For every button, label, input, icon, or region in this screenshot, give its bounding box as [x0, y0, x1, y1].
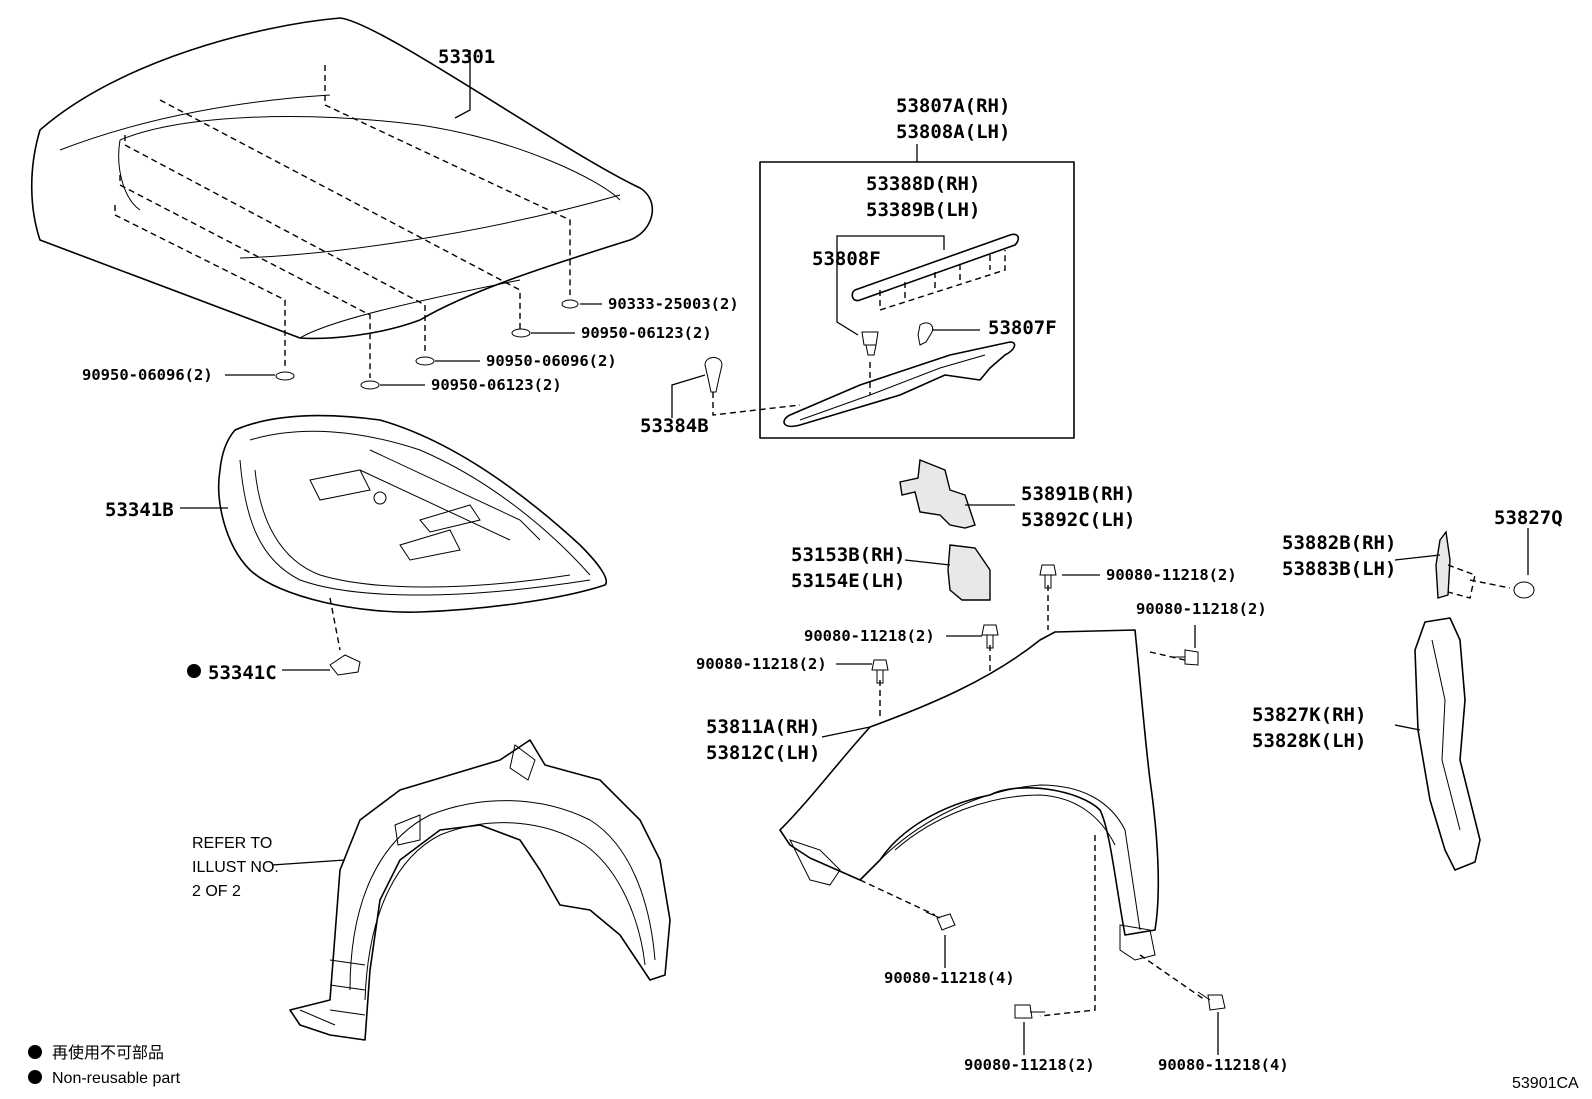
- label-clip-53808f: 53808F: [812, 248, 881, 270]
- hood-insulator-drawing: [180, 414, 607, 678]
- label-bolt-right: 90080-11218(2): [1136, 600, 1267, 618]
- label-seal-sub-lh: 53389B(LH): [866, 199, 980, 221]
- legend-line-2: Non-reusable part: [52, 1070, 181, 1087]
- label-hood: 53301: [438, 46, 495, 68]
- label-hood-insulator: 53341B: [105, 499, 174, 521]
- legend-bullet-icon: [28, 1045, 42, 1059]
- label-cushion-06096-b: 90950-06096(2): [82, 366, 213, 384]
- legend-line-1: 再使用不可部品: [52, 1044, 164, 1062]
- non-reusable-marker-icon: [187, 664, 201, 678]
- hood-seal-drawing: [671, 144, 1075, 439]
- refer-note-line-3: 2 OF 2: [192, 883, 241, 900]
- label-fender-lh: 53812C(LH): [706, 742, 820, 764]
- label-insulator-clip: 53341C: [208, 662, 277, 684]
- label-cover-lh: 53154E(LH): [791, 570, 905, 592]
- label-cushion-06123-b: 90950-06123(2): [431, 376, 562, 394]
- label-fender-rh: 53811A(RH): [706, 716, 820, 738]
- label-bracket-lh: 53883B(LH): [1282, 558, 1396, 580]
- legend-bullet-icon: [28, 1070, 42, 1084]
- label-panel-lh: 53828K(LH): [1252, 730, 1366, 752]
- label-cover-rh: 53153B(RH): [791, 544, 905, 566]
- label-cushion-06096-a: 90950-06096(2): [486, 352, 617, 370]
- refer-note-line-2: ILLUST NO.: [192, 859, 279, 876]
- label-bolt-mid: 90080-11218(2): [804, 627, 935, 645]
- label-bolt-bottom-mid: 90080-11218(2): [964, 1056, 1095, 1074]
- label-cushion-90333: 90333-25003(2): [608, 295, 739, 313]
- label-clip-53384b: 53384B: [640, 415, 709, 437]
- label-fill-lh: 53892C(LH): [1021, 509, 1135, 531]
- label-clip-53827q: 53827Q: [1494, 507, 1563, 529]
- label-cushion-06123-a: 90950-06123(2): [581, 324, 712, 342]
- label-bolt-top-right: 90080-11218(2): [1106, 566, 1237, 584]
- fender-drawing: [779, 564, 1226, 1055]
- label-fill-rh: 53891B(RH): [1021, 483, 1135, 505]
- fender-liner-drawing: [271, 739, 671, 1041]
- label-seal-rh: 53807A(RH): [896, 95, 1010, 117]
- label-bracket-rh: 53882B(RH): [1282, 532, 1396, 554]
- refer-note-line-1: REFER TO: [192, 835, 272, 852]
- label-seal-lh: 53808A(LH): [896, 121, 1010, 143]
- side-parts-drawing: [899, 459, 1535, 871]
- label-bolt-left: 90080-11218(2): [696, 655, 827, 673]
- label-seal-sub-rh: 53388D(RH): [866, 173, 980, 195]
- label-bolt-bottom-left: 90080-11218(4): [884, 969, 1015, 987]
- label-bolt-bottom-right: 90080-11218(4): [1158, 1056, 1289, 1074]
- label-panel-rh: 53827K(RH): [1252, 704, 1366, 726]
- illustration-code: 53901CA: [1512, 1075, 1579, 1092]
- label-clip-53807f: 53807F: [988, 317, 1057, 339]
- hood-drawing: [30, 17, 654, 390]
